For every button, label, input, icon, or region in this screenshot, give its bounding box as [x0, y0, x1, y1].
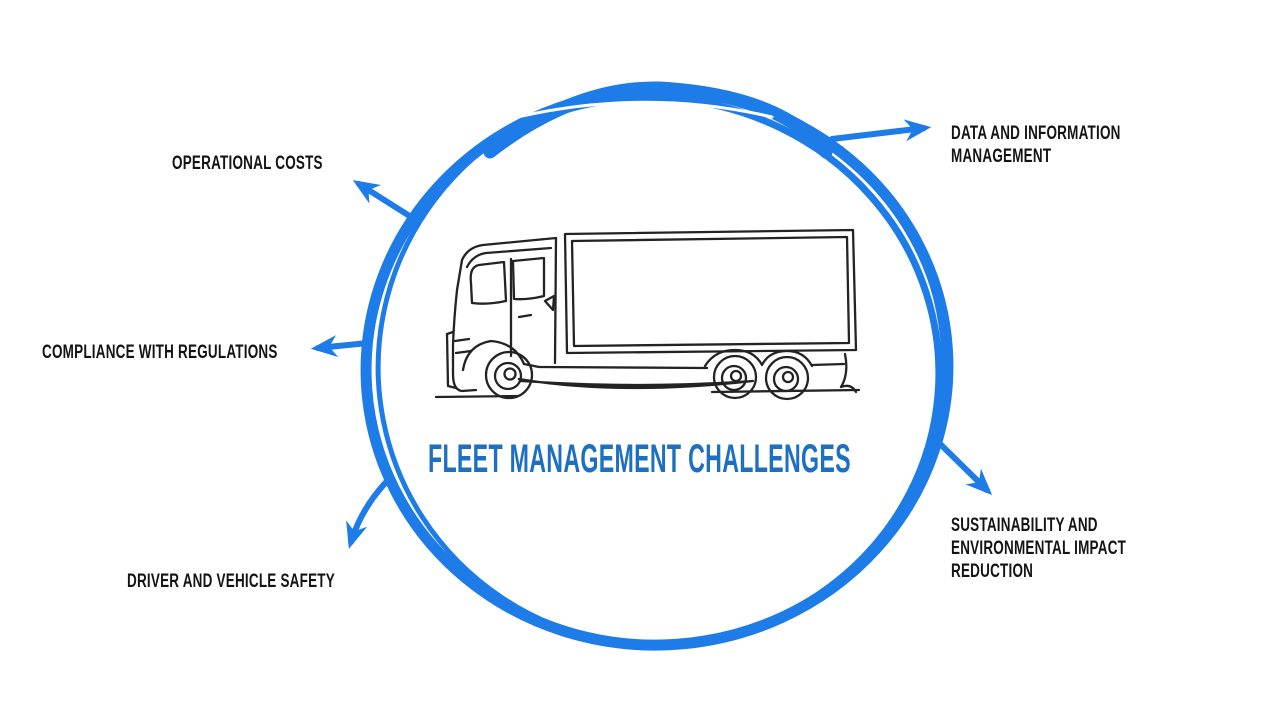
grille-line-1 [453, 337, 471, 343]
challenge-circle-sketch [360, 81, 954, 651]
cab-window-front [469, 260, 508, 305]
arrow-sustainability [928, 432, 993, 496]
arrow-data-information-management [829, 119, 932, 142]
front-wheel-arch [461, 339, 541, 372]
truck-illustration [434, 228, 861, 401]
trailer-outline [563, 228, 858, 355]
grille-line-2 [454, 349, 473, 355]
front-bumper [445, 330, 458, 390]
arrow-compliance-with-regulations [310, 335, 371, 358]
arrow-operational-costs [352, 180, 411, 218]
ground-line-left [434, 394, 520, 399]
mirror [543, 294, 556, 312]
cab-window-door [511, 256, 546, 301]
rear-underbody-line [810, 362, 846, 367]
rear-wheel-1 [712, 354, 758, 400]
rear-mud-flap [839, 352, 858, 394]
wind-deflector-line [465, 246, 553, 269]
rear-wheel-2 [764, 355, 810, 401]
node-label-sustainability-and-environmental-impact-reduction: SUSTAINABILITY AND ENVIRONMENTAL IMPACT … [951, 515, 1127, 582]
ground-line-right [710, 388, 861, 394]
front-wheel [484, 350, 534, 400]
circle-highlight-streaks [520, 100, 774, 614]
cab-right-edge [553, 236, 558, 365]
node-label-data-and-information-management: DATA AND INFORMATION MANAGEMENT [951, 123, 1121, 167]
trailer-inner-panel [570, 235, 851, 348]
connector-arrows [310, 119, 993, 549]
door-handle [517, 313, 533, 319]
diagram-title: FLEET MANAGEMENT CHALLENGES [428, 437, 851, 481]
node-label-driver-and-vehicle-safety: DRIVER AND VEHICLE SAFETY [127, 571, 335, 592]
node-label-operational-costs: OPERATIONAL COSTS [172, 153, 323, 174]
rear-wheel-arches [703, 348, 814, 368]
chassis-swoosh [517, 377, 755, 390]
arrow-driver-and-vehicle-safety [346, 474, 394, 549]
chassis-line [537, 365, 709, 370]
node-label-compliance-with-regulations: COMPLIANCE WITH REGULATIONS [42, 342, 278, 363]
